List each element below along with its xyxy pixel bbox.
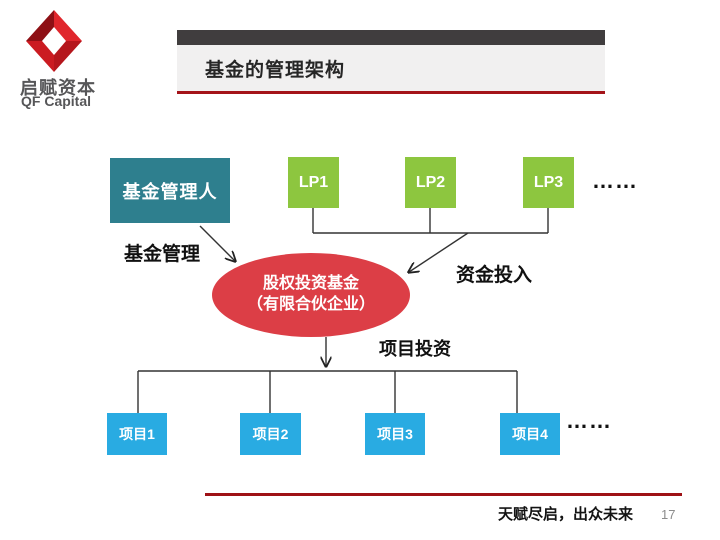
logo-company-name-cn: 启赋资本 — [20, 78, 96, 98]
node-project1: 项目1 — [107, 413, 167, 455]
node-fund-manager: 基金管理人 — [110, 158, 230, 223]
logo-company-name-en: QF Capital — [21, 93, 92, 109]
diamond-logo-icon — [26, 10, 82, 72]
footer-red-rule — [205, 493, 682, 496]
project-ellipsis: …… — [566, 408, 612, 433]
slide-title: 基金的管理架构 — [205, 59, 346, 81]
header-red-rule — [177, 91, 605, 94]
node-project3: 项目3 — [365, 413, 425, 455]
node-project4: 项目4 — [500, 413, 560, 455]
lp-bracket — [312, 207, 549, 234]
label-capital-input: 资金投入 — [456, 265, 533, 286]
node-lp1: LP1 — [288, 157, 339, 208]
project-bracket — [137, 370, 518, 413]
footer-slogan: 天赋尽启，出众未来 — [498, 507, 634, 523]
lp-ellipsis: …… — [592, 168, 638, 193]
node-project2: 项目2 — [240, 413, 301, 455]
page-number: 17 — [661, 507, 676, 522]
node-lp3: LP3 — [523, 157, 574, 208]
fund-node-line1: 股权投资基金 — [262, 275, 359, 293]
edge-manager-to-fund — [199, 225, 235, 261]
header-top-bar — [177, 30, 605, 45]
fund-node-line2: （有限合伙企业） — [246, 296, 375, 313]
label-fund-management: 基金管理 — [124, 244, 201, 265]
node-lp2: LP2 — [405, 157, 456, 208]
header-panel: 基金的管理架构 — [177, 45, 605, 91]
node-equity-fund: 股权投资基金 （有限合伙企业） — [212, 253, 410, 337]
label-project-investment: 项目投资 — [379, 339, 451, 359]
